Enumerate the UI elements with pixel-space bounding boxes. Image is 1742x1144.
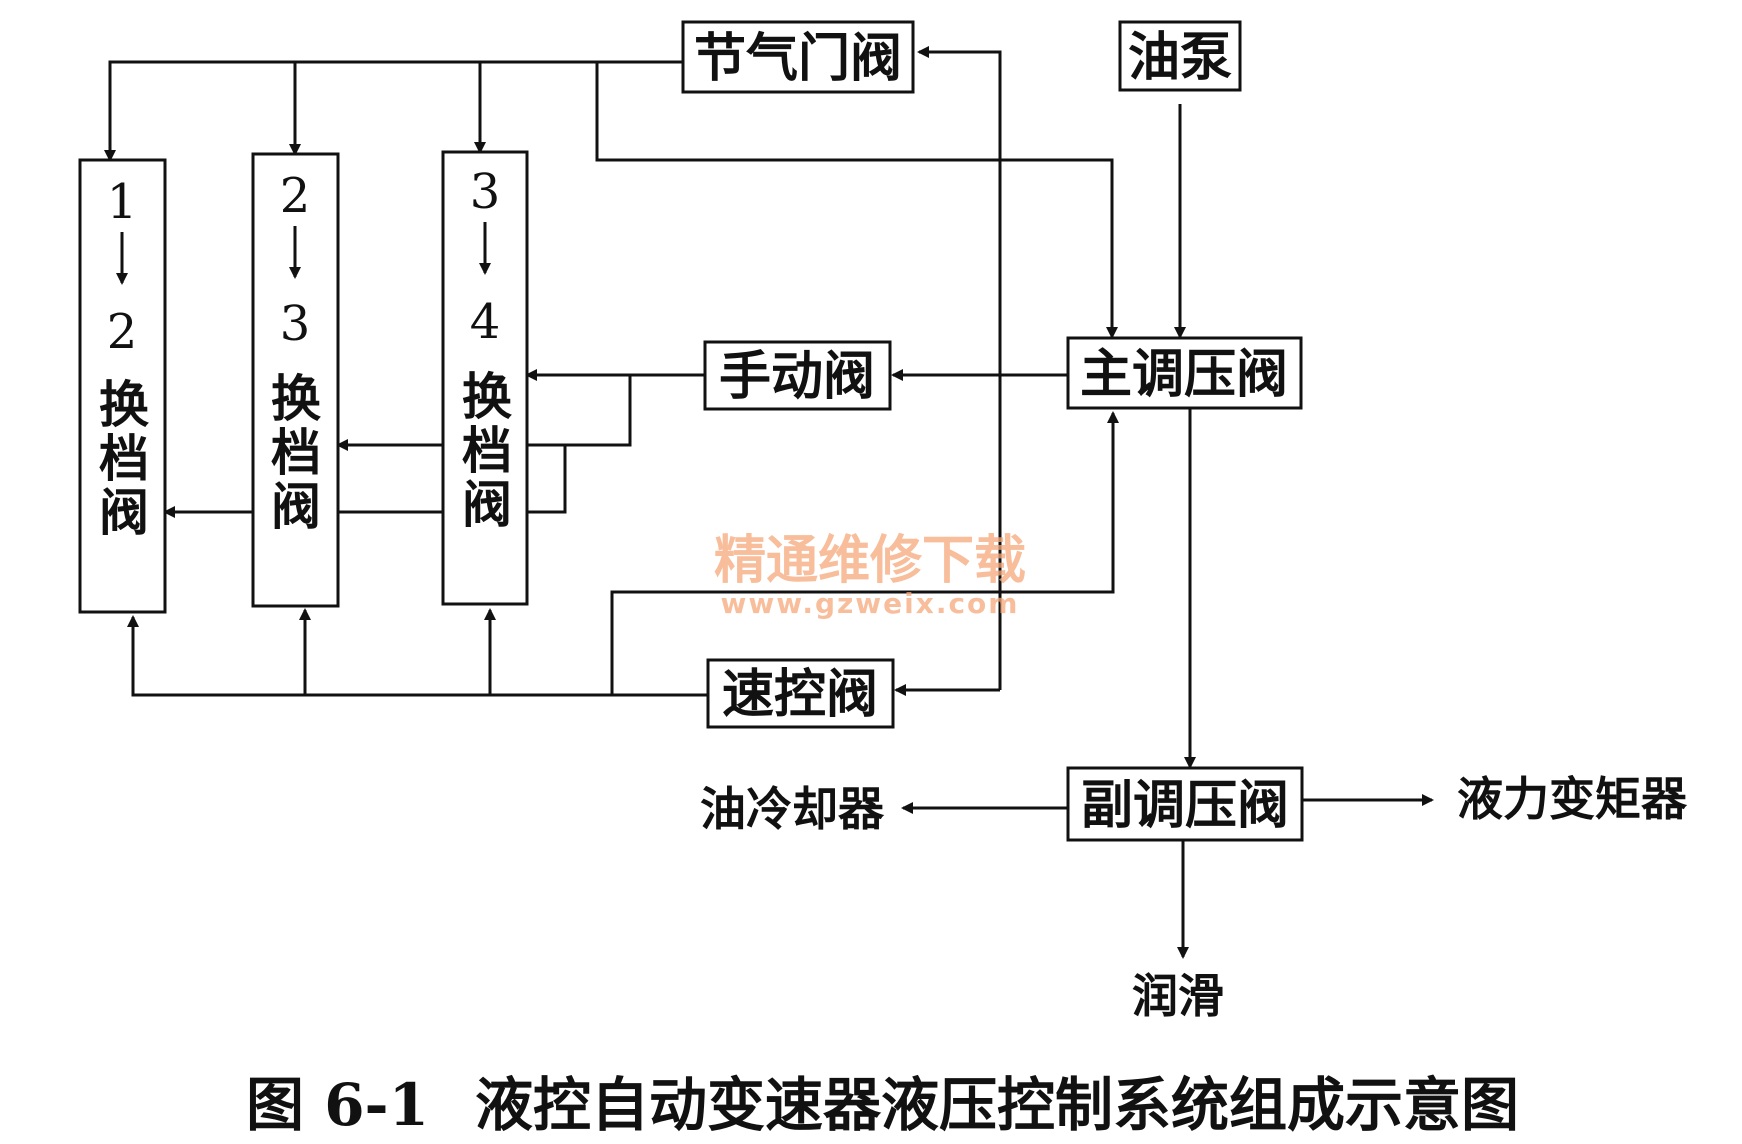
shift-valve-3-4: 3 4 换 档 阀 xyxy=(441,150,529,606)
shift-valve-1-2-char-1: 换 xyxy=(99,375,149,434)
node-oil-pump: 油泵 xyxy=(1118,20,1242,92)
shift-valve-2-3-char-2: 档 xyxy=(271,423,321,482)
node-secondary-regulator: 副调压阀 xyxy=(1066,766,1304,842)
shift-valve-3-4-to: 4 xyxy=(470,294,501,350)
torque-converter-label: 液力变矩器 xyxy=(1457,772,1688,826)
main-regulator-label: 主调压阀 xyxy=(1080,344,1288,405)
shift-valve-1-2: 1 2 换 档 阀 xyxy=(78,158,167,614)
shift-valve-3-4-char-3: 阀 xyxy=(462,475,512,534)
caption-figure-number: 图 6-1 xyxy=(246,1071,429,1139)
shift-valve-2-3-to: 3 xyxy=(280,296,311,352)
edge-feedback-to-throttle xyxy=(917,46,1002,690)
shift-valve-2-3: 2 3 换 档 阀 xyxy=(251,152,340,608)
node-speed-control-valve: 速控阀 xyxy=(706,658,895,729)
node-manual-valve: 手动阀 xyxy=(703,340,892,411)
edge-manual-to-shift-2 xyxy=(336,375,632,451)
shift-valve-2-3-char-3: 阀 xyxy=(271,477,321,536)
edge-throttle-to-main-regulator xyxy=(595,62,1118,339)
node-main-regulator: 主调压阀 xyxy=(1066,336,1303,410)
caption-title: 液控自动变速器液压控制系统组成示意图 xyxy=(475,1071,1519,1139)
shift-valve-1-2-from: 1 xyxy=(107,174,138,230)
oil-pump-label: 油泵 xyxy=(1128,27,1232,88)
node-throttle-valve: 节气门阀 xyxy=(681,20,915,94)
watermark-text: 精通维修下载 xyxy=(714,531,1026,591)
shift-valve-1-2-char-3: 阀 xyxy=(99,483,149,542)
shift-valve-3-4-char-1: 换 xyxy=(462,367,512,426)
shift-valve-2-3-char-1: 换 xyxy=(271,369,321,428)
oil-cooler-label: 油冷却器 xyxy=(700,782,885,836)
manual-valve-label: 手动阀 xyxy=(719,346,875,407)
shift-valve-1-2-to: 2 xyxy=(107,304,138,360)
shift-valve-1-2-char-2: 档 xyxy=(99,429,149,488)
secondary-regulator-label: 副调压阀 xyxy=(1081,775,1289,836)
shift-valve-3-4-char-2: 档 xyxy=(462,421,512,480)
throttle-valve-label: 节气门阀 xyxy=(694,28,902,89)
speed-control-valve-label: 速控阀 xyxy=(722,664,878,725)
shift-valve-3-4-from: 3 xyxy=(470,164,501,220)
edge-speed-bottom-bus xyxy=(127,615,708,697)
edge-throttle-to-shift-bus xyxy=(104,60,683,162)
shift-valve-2-3-from: 2 xyxy=(280,168,311,224)
edge-speed-to-main-regulator xyxy=(610,411,1119,695)
watermark-url: www.gzweix.com xyxy=(721,587,1020,620)
lubrication-label: 润滑 xyxy=(1132,969,1224,1023)
